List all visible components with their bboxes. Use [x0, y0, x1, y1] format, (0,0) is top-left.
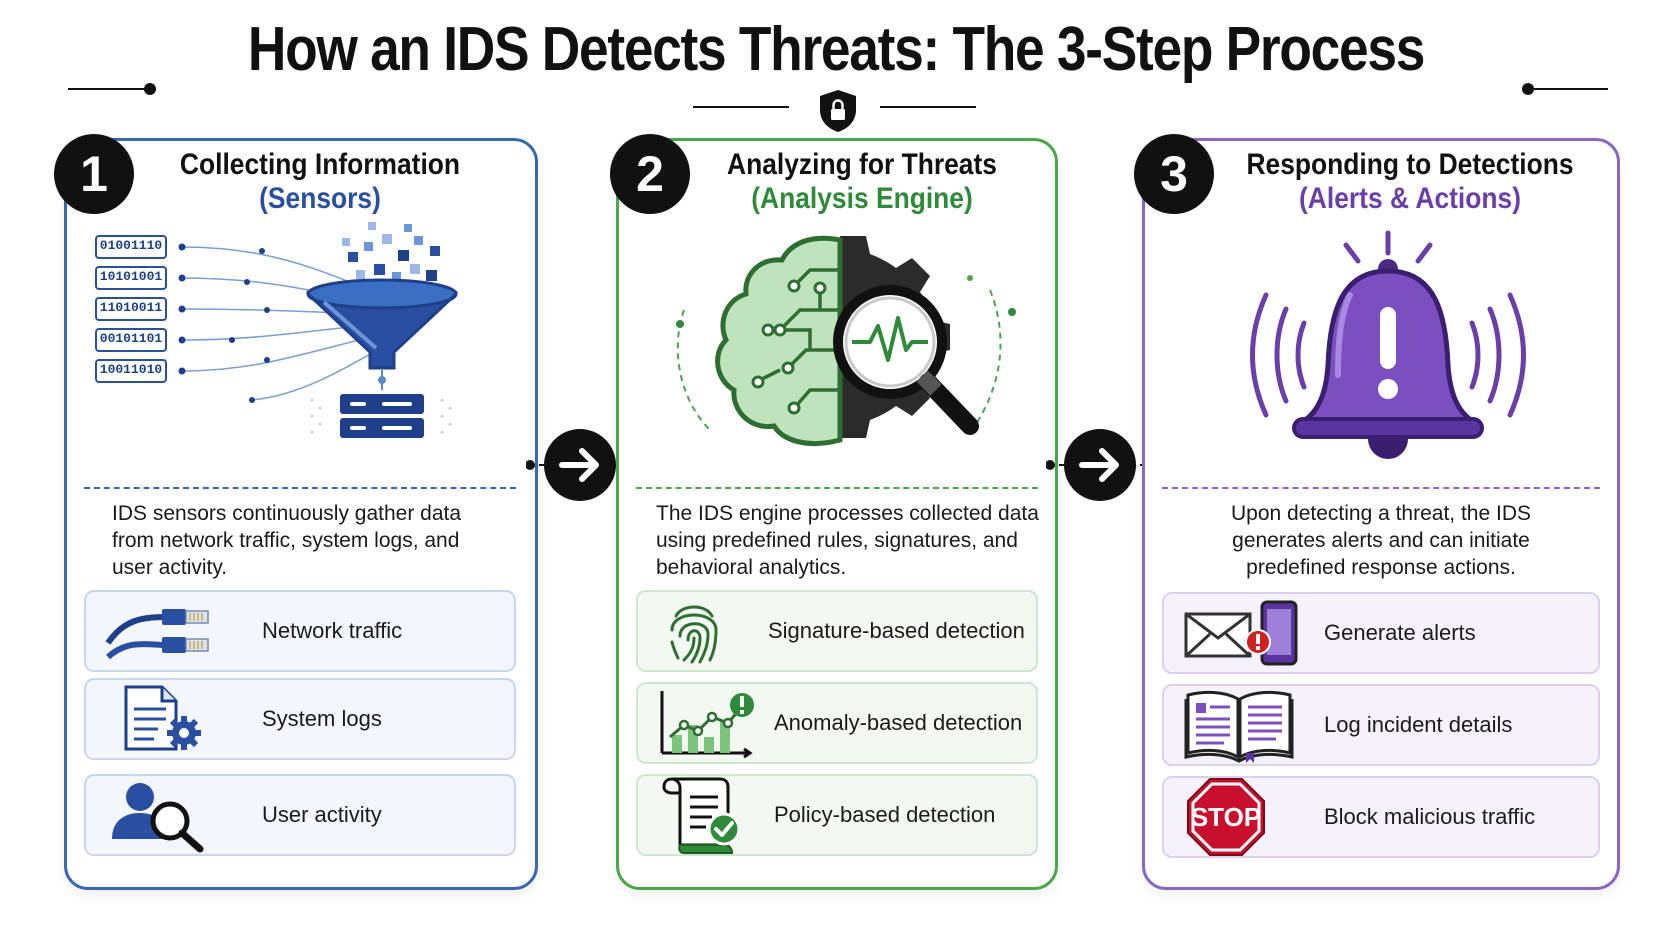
title-deco-line-left	[68, 88, 150, 90]
step-1-subtitle: (Sensors)	[259, 182, 381, 215]
binary-label-4: 00101101	[99, 331, 163, 346]
analysis-engine-graphic	[676, 235, 1016, 446]
step-1-number-badge: 1	[54, 134, 134, 214]
title-deco-dot-right	[1522, 83, 1534, 95]
policy-scroll-icon	[662, 777, 741, 854]
document-gear-icon	[124, 685, 201, 751]
binary-label-3: 11010011	[99, 300, 163, 315]
step-2-item-label: Signature-based detection	[768, 618, 1025, 643]
step-1-item-label: Network traffic	[262, 618, 403, 643]
alert-bell-graphic	[1250, 230, 1526, 459]
step-3-item-log-incident: Log incident details	[1162, 684, 1600, 766]
step-1-item-label: System logs	[262, 706, 382, 731]
step-2-subtitle: (Analysis Engine)	[751, 182, 973, 215]
step-3-subtitle: (Alerts & Actions)	[1299, 182, 1521, 215]
step-2-item-label: Anomaly-based detection	[774, 710, 1023, 735]
page-title: How an IDS Detects Threats: The 3-Step P…	[247, 15, 1426, 84]
alarm-bell-illustration	[1230, 225, 1550, 475]
step-2-description: The IDS engine processes collected data …	[656, 502, 1039, 579]
step-3-item-generate-alerts: Generate alerts	[1162, 592, 1600, 674]
step-1-panel	[64, 138, 538, 890]
binary-label-5: 10011010	[99, 362, 163, 377]
funnel-graphic	[95, 222, 458, 438]
step-2-number-badge: 2	[610, 134, 690, 214]
arrow-connector-2	[1046, 429, 1154, 501]
binary-label-1: 01001110	[99, 238, 163, 253]
step-2-title: Analyzing for Threats	[727, 148, 997, 181]
step-2-item-signature-detection: Signature-based detection	[636, 590, 1038, 672]
user-search-icon	[112, 783, 204, 853]
step-2-divider	[636, 487, 1038, 489]
step-1-title: Collecting Information	[179, 148, 461, 181]
step-1-item-network-traffic: Network traffic	[84, 590, 516, 672]
email-phone-alert-icon	[1184, 600, 1298, 666]
step-1-item-user-activity: User activity	[84, 774, 516, 856]
step-3-item-label: Log incident details	[1324, 712, 1513, 737]
network-cable-icon	[105, 609, 209, 660]
title-deco-dot-left	[144, 83, 156, 95]
shield-deco-line-left	[693, 106, 789, 108]
open-book-icon	[1184, 690, 1294, 763]
step-3-item-label: Generate alerts	[1324, 620, 1476, 645]
step-1-description: IDS sensors continuously gather data fro…	[112, 502, 462, 579]
sensor-funnel-illustration: 01001110 10101001 11010011 00101101 1001…	[92, 220, 512, 470]
arrow-connector-1	[526, 429, 634, 501]
stop-sign-text: STOP	[1191, 802, 1261, 832]
step-3-item-label: Block malicious traffic	[1324, 804, 1536, 829]
title-deco-line-right	[1526, 88, 1608, 90]
fingerprint-icon	[670, 605, 718, 664]
step-3-divider	[1162, 487, 1600, 489]
shield-deco-line-right	[880, 106, 976, 108]
anomaly-chart-icon	[660, 691, 754, 759]
step-3-number-badge: 3	[1134, 134, 1214, 214]
shield-lock-icon	[820, 90, 856, 132]
stop-sign-icon: STOP	[1187, 778, 1265, 856]
step-2-item-policy-detection: Policy-based detection	[636, 774, 1038, 856]
binary-label-2: 10101001	[99, 269, 163, 284]
step-2-item-anomaly-detection: Anomaly-based detection	[636, 682, 1038, 764]
step-1-item-system-logs: System logs	[84, 678, 516, 760]
step-1-item-label: User activity	[262, 802, 382, 827]
brain-gear-illustration	[660, 230, 1020, 475]
step-1-divider	[84, 487, 516, 489]
step-3-item-block-traffic: STOP Block malicious traffic	[1162, 776, 1600, 858]
step-2-item-label: Policy-based detection	[774, 802, 996, 827]
step-3-title: Responding to Detections	[1246, 148, 1574, 181]
step-3-description: Upon detecting a threat, the IDS generat…	[1230, 502, 1532, 579]
